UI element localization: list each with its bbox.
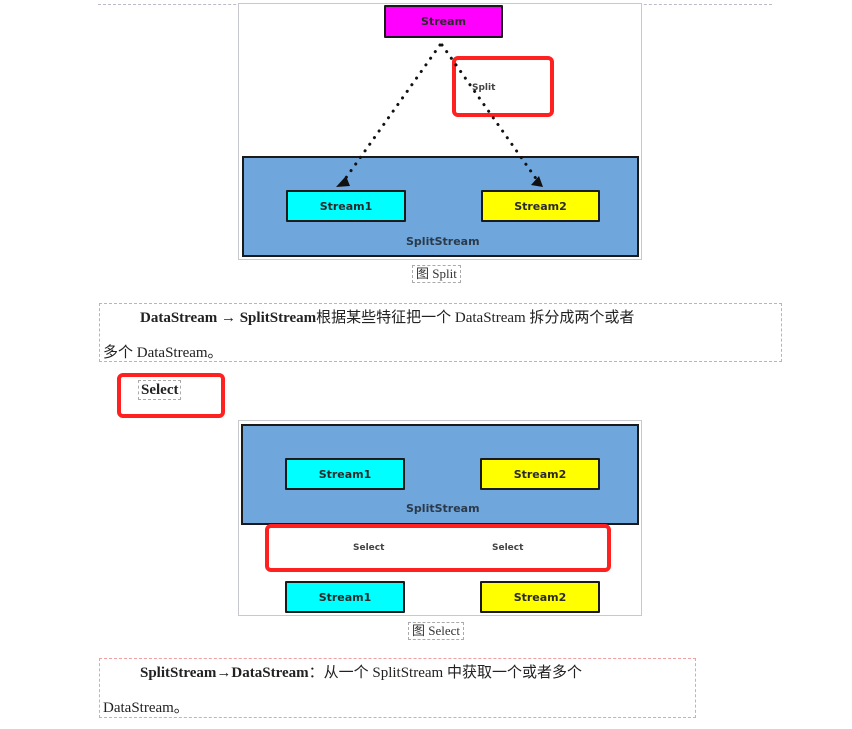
split-caption: 图 Split xyxy=(412,265,461,283)
arrow-icon: → xyxy=(216,665,232,681)
arrowhead-left-icon xyxy=(336,176,350,187)
select-input-stream2: Stream2 xyxy=(480,458,600,490)
select-description-line2: DataStream。 xyxy=(103,700,189,716)
arrowhead-right-icon xyxy=(531,176,543,187)
split-highlight-box xyxy=(452,56,554,117)
split-annotation: Split xyxy=(472,83,496,93)
split-output-stream1: Stream1 xyxy=(286,190,406,222)
select-annotation-right: Select xyxy=(492,543,524,553)
split-output-stream2: Stream2 xyxy=(481,190,600,222)
split-description-line1: DataStream → SplitStream根据某些特征把一个 DataSt… xyxy=(140,308,634,328)
select-splitstream-label: SplitStream xyxy=(406,502,480,515)
split-arrow-left xyxy=(341,43,442,184)
select-description-text: ：从一个 SplitStream 中获取一个或者多个 xyxy=(308,665,582,681)
select-caption: 图 Select xyxy=(408,622,465,640)
select-description-line1: SplitStream→DataStream：从一个 SplitStream 中… xyxy=(140,663,582,683)
splitstream-label: SplitStream xyxy=(406,235,480,248)
select-heading-highlight xyxy=(117,373,225,418)
select-description: SplitStream→DataStream：从一个 SplitStream 中… xyxy=(99,658,696,718)
select-annotation-left: Select xyxy=(353,543,385,553)
select-input-stream1: Stream1 xyxy=(285,458,405,490)
split-description-line2: 多个 DataStream。 xyxy=(103,345,223,361)
arrow-icon: → xyxy=(220,310,236,326)
term-splitstream: SplitStream xyxy=(239,310,317,326)
source-stream-box: Stream xyxy=(384,5,503,38)
term-datastream: DataStream xyxy=(140,310,218,326)
term-datastream: DataStream xyxy=(231,665,309,681)
select-output-stream2: Stream2 xyxy=(480,581,600,613)
term-splitstream: SplitStream xyxy=(140,665,217,681)
split-arrow-right xyxy=(440,43,539,182)
select-output-stream1: Stream1 xyxy=(285,581,405,613)
select-heading: Select xyxy=(138,380,182,400)
select-highlight-box xyxy=(265,524,611,572)
split-description-text: 根据某些特征把一个 DataStream 拆分成两个或者 xyxy=(316,310,635,326)
split-description: DataStream → SplitStream根据某些特征把一个 DataSt… xyxy=(99,303,782,362)
